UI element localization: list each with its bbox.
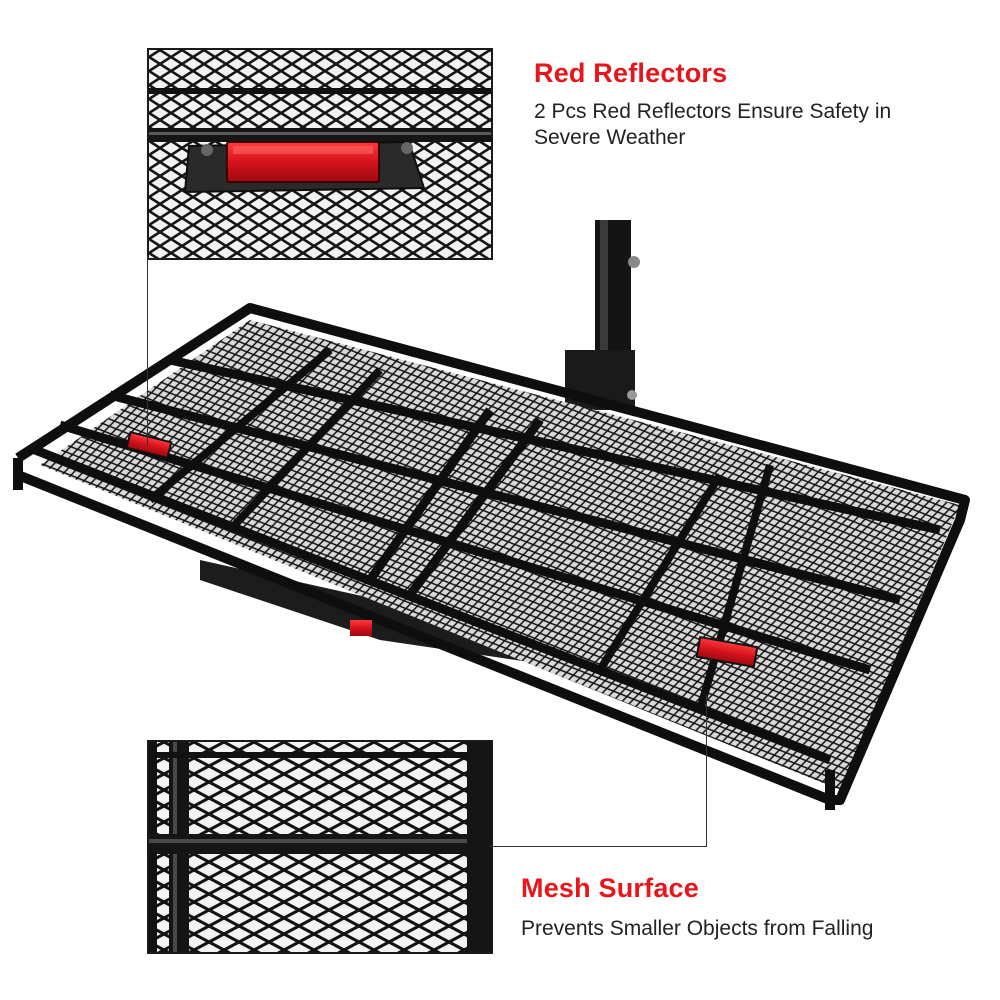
callout-line: [147, 256, 148, 446]
feature-title-reflectors: Red Reflectors: [534, 58, 728, 88]
cargo-carrier-image: [0, 200, 1000, 820]
callout-line: [489, 846, 707, 847]
reflector-closeup-inset: [147, 48, 493, 260]
mesh-closeup-inset: [147, 740, 493, 954]
feature-desc-line: 2 Pcs Red Reflectors Ensure Safety in: [534, 100, 892, 123]
feature-title-mesh: Mesh Surface: [521, 873, 699, 903]
feature-desc-line: Severe Weather: [534, 126, 686, 149]
callout-line: [706, 695, 707, 847]
feature-desc-line: Prevents Smaller Objects from Falling: [521, 917, 874, 940]
